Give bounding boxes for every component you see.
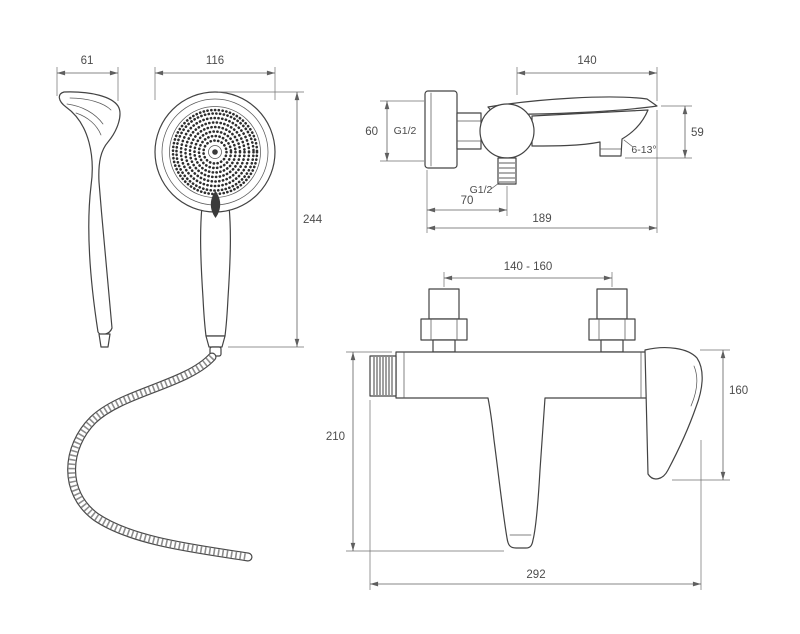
label-bottom-thread-group: G1/2 — [470, 182, 500, 196]
dim-label-handset-length: 244 — [303, 214, 323, 226]
dim-label-handle-height: 160 — [729, 385, 748, 397]
dim-spout-height: 59 — [625, 105, 704, 159]
wall-flange — [424, 90, 458, 169]
handset-side-contour — [75, 112, 102, 136]
handle-contour — [690, 365, 698, 407]
nozzle-ring — [188, 125, 242, 179]
label-spout-angle-group: 6-13° — [623, 139, 657, 156]
angle-leader-line — [623, 139, 634, 148]
hose-outlet-cap — [369, 355, 397, 397]
handset-side-view — [58, 91, 121, 348]
nozzle-ring — [179, 116, 251, 188]
dim-total-depth: 189 — [427, 110, 658, 233]
union-stem — [432, 339, 456, 353]
nozzle-ring — [197, 134, 233, 170]
mixer-body-and-spout — [395, 351, 650, 549]
dim-handle-height: 160 — [672, 349, 748, 481]
nozzle-ring — [193, 130, 237, 174]
dim-label-total-depth: 189 — [532, 213, 551, 225]
sprayface-nozzles — [171, 108, 259, 196]
dim-label-handset-width: 61 — [81, 55, 94, 67]
dim-spout-reach: 140 — [516, 55, 658, 101]
mixer-handle-front — [644, 347, 703, 480]
shower-hose — [67, 352, 253, 562]
dim-label-spout-reach: 140 — [577, 55, 596, 67]
handset-side-connector — [98, 333, 111, 348]
wall-block — [428, 288, 460, 320]
thread-leader-line — [490, 182, 500, 190]
mixer-side-view — [424, 90, 658, 185]
bottom-outlet-thread — [497, 157, 517, 185]
nozzle-ring — [202, 139, 228, 165]
dim-label-handset-diameter: 116 — [206, 55, 224, 67]
union-nut — [456, 112, 482, 150]
dim-handset-length: 244 — [218, 91, 323, 348]
dim-handset-diameter: 116 — [154, 55, 276, 100]
dim-handset-width: 61 — [56, 55, 119, 101]
diverter-detail — [210, 191, 221, 218]
label-spout-angle: 6-13° — [631, 144, 656, 156]
thread-tail — [497, 157, 517, 185]
dim-label-spout-height: 59 — [691, 127, 704, 139]
sprayface-center-dot — [212, 149, 218, 155]
dim-label-total-width: 292 — [526, 569, 545, 581]
dim-total-width: 292 — [369, 400, 702, 590]
nozzle-ring — [184, 121, 246, 183]
label-inlet-thread: G1/2 — [394, 125, 417, 137]
valve-body — [479, 103, 535, 159]
union-nut — [420, 318, 468, 341]
handle-fitting — [205, 335, 226, 348]
handset-front-view — [154, 91, 276, 357]
sprayface-center-ring — [208, 145, 222, 159]
handset-side-outline — [58, 91, 121, 336]
handset-side-contour — [66, 103, 104, 125]
dim-mounting-centers: 140 - 160 — [443, 261, 613, 287]
hose-body — [68, 353, 252, 561]
dim-label-body-height: 60 — [365, 126, 378, 138]
mixer-spout-side — [531, 109, 649, 157]
handset-side-contour — [69, 97, 112, 111]
dim-body-height: 60 — [365, 100, 424, 162]
hose-coil-texture — [68, 354, 249, 561]
dim-wall-to-outlet: 70 — [426, 170, 508, 233]
wall-block — [596, 288, 628, 320]
union-nut — [588, 318, 636, 341]
mounting-union-right — [588, 288, 636, 353]
dim-label-spout-drop: 210 — [326, 431, 345, 443]
mixer-lever-side — [487, 96, 658, 115]
label-bottom-thread: G1/2 — [470, 184, 493, 196]
handset-handle — [200, 205, 231, 337]
mixer-front-view — [369, 288, 703, 549]
mounting-union-left — [420, 288, 468, 353]
dim-label-wall-to-outlet: 70 — [461, 195, 474, 207]
nozzle-ring — [175, 112, 255, 192]
union-stem — [600, 339, 624, 353]
dim-spout-drop: 210 — [326, 351, 504, 552]
dim-label-mounting-centers: 140 - 160 — [504, 261, 553, 273]
